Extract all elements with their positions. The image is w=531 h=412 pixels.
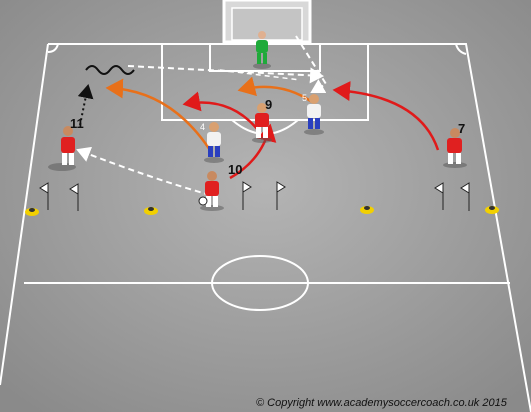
- flags: [39, 181, 470, 211]
- white-player-4: [204, 122, 224, 163]
- movement-arrows: [76, 35, 440, 196]
- label-red-9: 9: [265, 97, 272, 112]
- run-arrow-red: [332, 81, 440, 151]
- run-arrow-red: [182, 91, 259, 131]
- label-white-4: 4: [200, 122, 205, 132]
- run-arrow-orange: [105, 78, 212, 151]
- dribble-path: [85, 65, 135, 75]
- pass-arrow: [127, 65, 324, 84]
- pass-arrow: [219, 69, 301, 81]
- flag-icon: [242, 181, 252, 210]
- centre-circle: [211, 255, 309, 311]
- goal: [222, 0, 312, 44]
- corner-arc-right: [455, 43, 467, 55]
- red-player-9: [252, 103, 272, 143]
- red-player-11: [48, 126, 76, 171]
- touchline-left: [0, 43, 49, 386]
- goalkeeper-player-icon: [253, 31, 271, 69]
- flag-icon: [434, 182, 444, 210]
- flag-icon: [39, 182, 49, 210]
- ball-icon: [198, 196, 208, 206]
- cone-icon: [144, 207, 158, 215]
- players: [48, 31, 467, 211]
- flag-icon: [276, 181, 286, 210]
- red-player-7: [443, 128, 467, 168]
- cone-icon: [360, 206, 374, 214]
- red-player-10: [198, 171, 224, 211]
- cone-icon: [25, 208, 39, 216]
- label-red-10: 10: [228, 162, 242, 177]
- cones: [25, 206, 499, 216]
- label-white-5: 5: [302, 93, 307, 103]
- label-red-11: 11: [70, 116, 84, 131]
- label-red-7: 7: [458, 121, 465, 136]
- pass-arrow: [76, 146, 211, 196]
- flag-icon: [460, 182, 470, 211]
- run-arrow-red: [229, 123, 277, 180]
- flag-icon: [69, 183, 79, 211]
- cone-icon: [485, 206, 499, 214]
- white-player-5: [304, 94, 324, 135]
- corner-arc-left: [47, 43, 59, 53]
- run-arrow-orange: [237, 76, 313, 104]
- dribble-arrow: [77, 84, 94, 126]
- copyright-text: © Copyright www.academysoccercoach.co.uk…: [256, 397, 508, 409]
